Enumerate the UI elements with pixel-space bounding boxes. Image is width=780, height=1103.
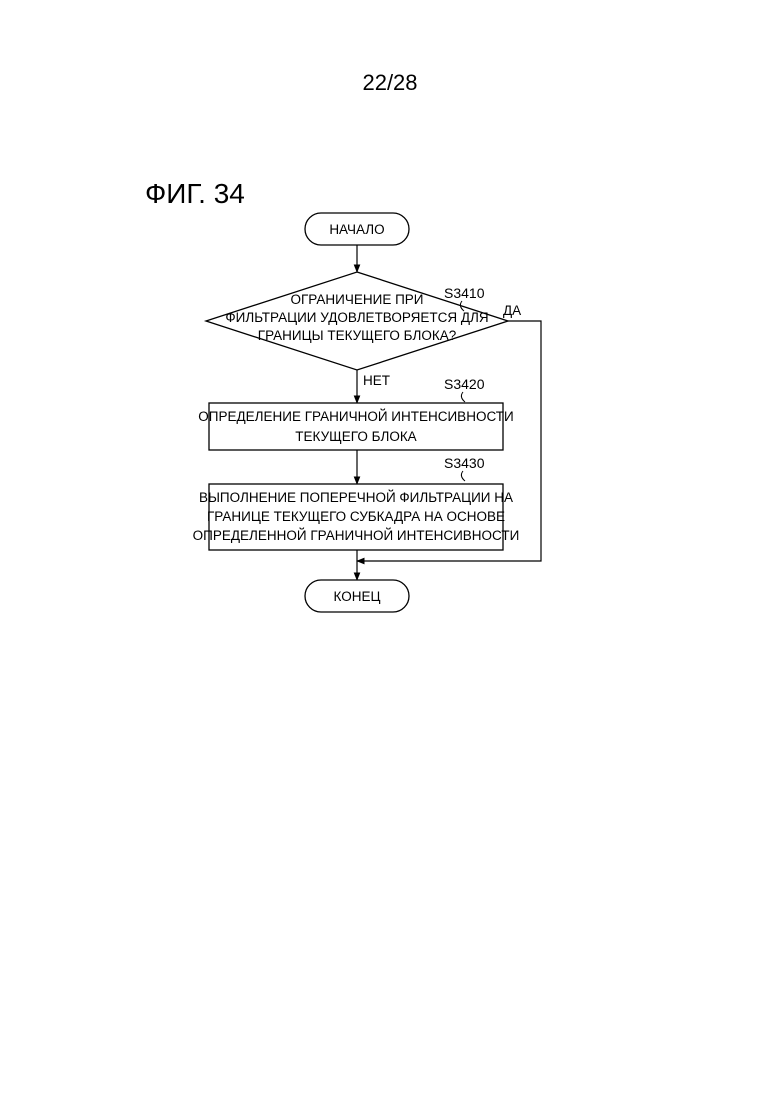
start-label: НАЧАЛО (329, 222, 384, 237)
yes-label: ДА (503, 303, 521, 318)
step-label-s3430: S3430 (444, 455, 485, 471)
decision-line-2: ФИЛЬТРАЦИИ УДОВЛЕТВОРЯЕТСЯ ДЛЯ (225, 310, 488, 325)
process1-line-2: ТЕКУЩЕГО БЛОКА (295, 429, 416, 444)
step-label-s3410: S3410 (444, 285, 485, 301)
process1-line-1: ОПРЕДЕЛЕНИЕ ГРАНИЧНОЙ ИНТЕНСИВНОСТИ (198, 409, 513, 424)
step-label-s3420: S3420 (444, 376, 485, 392)
end-label: КОНЕЦ (334, 589, 381, 604)
process2-line-2: ГРАНИЦЕ ТЕКУЩЕГО СУБКАДРА НА ОСНОВЕ (207, 509, 505, 524)
no-label: НЕТ (363, 373, 390, 388)
step-leader-s3430 (461, 471, 465, 481)
decision-line-3: ГРАНИЦЫ ТЕКУЩЕГО БЛОКА? (258, 328, 456, 343)
decision-line-1: ОГРАНИЧЕНИЕ ПРИ (291, 292, 424, 307)
process2-line-3: ОПРЕДЕЛЕННОЙ ГРАНИЧНОЙ ИНТЕНСИВНОСТИ (193, 528, 520, 543)
step-leader-s3420 (461, 392, 465, 402)
process2-line-1: ВЫПОЛНЕНИЕ ПОПЕРЕЧНОЙ ФИЛЬТРАЦИИ НА (199, 490, 513, 505)
